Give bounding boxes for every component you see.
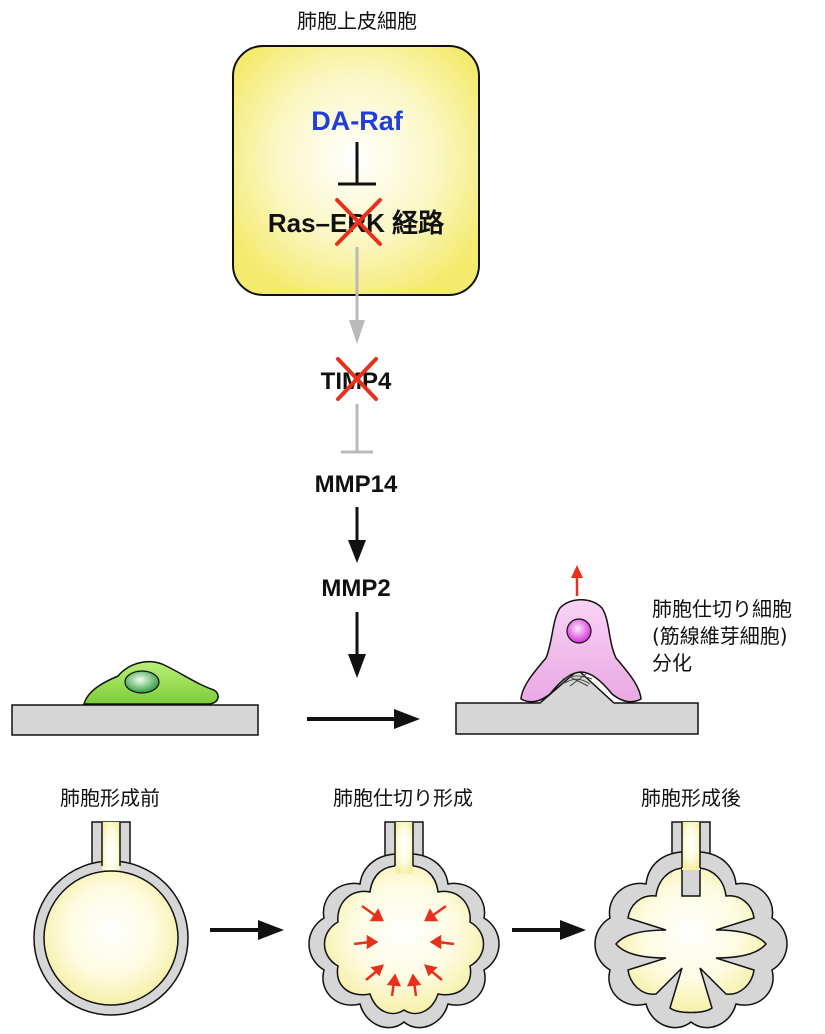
- alveolus-after: [594, 821, 788, 1029]
- red-cross-timp4-icon: [336, 357, 378, 401]
- inhibition-symbol: [338, 142, 376, 186]
- gray-inhibition-timp4-to-mmp14: [341, 404, 373, 454]
- red-up-arrow-icon: [571, 565, 583, 596]
- myofibroblast-line2: (筋線維芽細胞): [652, 624, 788, 648]
- alveolus-before: [33, 821, 189, 1016]
- arrow-stage1-to-stage2: [210, 920, 284, 940]
- arrow-differentiation: [307, 709, 420, 729]
- cell-box-title: 肺胞上皮細胞: [297, 9, 417, 33]
- green-nucleus: [124, 670, 160, 694]
- stage-before-label: 肺胞形成前: [60, 786, 160, 810]
- arrow-mmp2-down: [348, 612, 366, 678]
- left-basement-membrane: [11, 704, 259, 736]
- pink-nucleus: [566, 618, 592, 644]
- arrow-stage2-to-stage3: [512, 920, 586, 940]
- arrow-mmp14-to-mmp2: [348, 507, 366, 563]
- stage-after-label: 肺胞形成後: [641, 786, 741, 810]
- mmp14-label: MMP14: [315, 471, 398, 498]
- stage-septum-label: 肺胞仕切り形成: [333, 786, 473, 810]
- mmp2-label: MMP2: [321, 575, 390, 602]
- myofibroblast-line1: 肺胞仕切り細胞: [652, 597, 792, 621]
- myofibroblast-cell-pink: [520, 599, 642, 703]
- red-cross-erk-icon: [335, 198, 382, 246]
- da-raf-label: DA-Raf: [311, 106, 404, 136]
- red-inward-arrows-icon: [353, 904, 455, 997]
- elastic-fibers-icon: [562, 673, 593, 687]
- myofibroblast-line3: 分化: [652, 651, 692, 675]
- alveolus-septum-forming: [308, 821, 500, 1029]
- gray-arrow-erk-to-timp4: [349, 247, 365, 344]
